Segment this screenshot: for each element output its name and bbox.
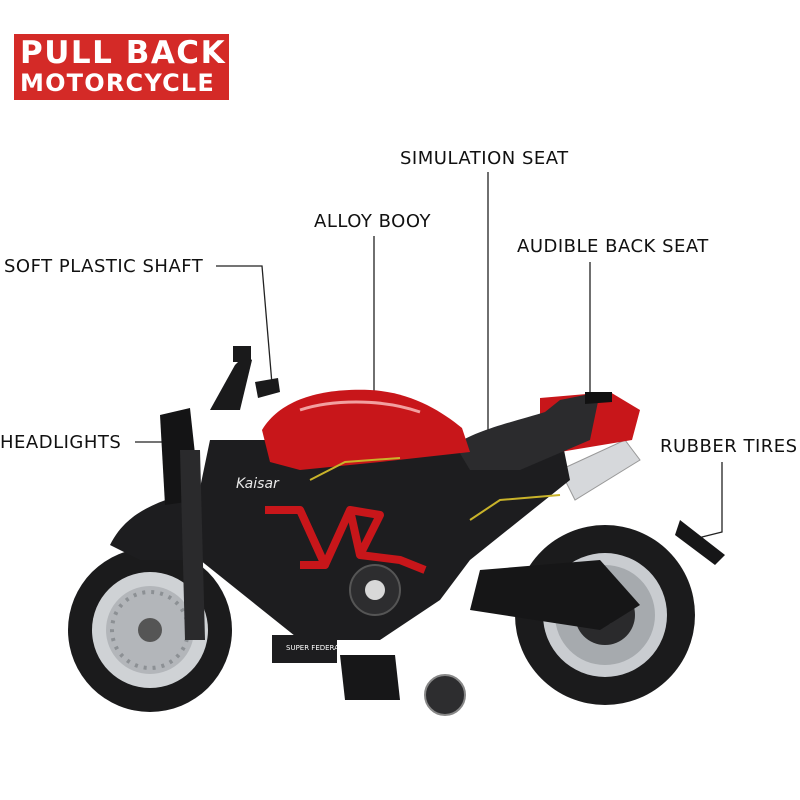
leader-soft-plastic-shaft	[216, 265, 273, 385]
tank-highlight	[299, 400, 421, 414]
callout-simulation-seat: SIMULATION SEAT	[400, 148, 569, 169]
exhaust-pipe	[559, 439, 641, 501]
soft-plastic-shaft	[255, 378, 280, 398]
pullback-wheel	[424, 674, 466, 716]
rear-fender	[675, 520, 725, 565]
pullback-unit	[340, 655, 400, 700]
title-line1: PULL BACK	[20, 35, 227, 71]
back-seat-button	[585, 392, 612, 404]
callout-audible-back-seat: AUDIBLE BACK SEAT	[517, 236, 709, 257]
badge-plate	[272, 635, 337, 663]
callout-headlights: HEADLIGHTS	[0, 432, 122, 453]
swingarm	[470, 560, 640, 630]
mirror-stalk	[210, 355, 252, 410]
accent-stripe	[469, 494, 561, 521]
mirror	[233, 346, 251, 362]
badge-decal: SUPER FEDERAL	[286, 644, 343, 652]
front-fork	[180, 450, 205, 640]
title-banner: PULL BACK MOTORCYCLE	[14, 34, 229, 100]
callout-alloy-body: ALLOY BOOY	[314, 211, 432, 232]
leader-rubber-tires	[689, 462, 723, 541]
accent-stripe-2	[309, 457, 401, 481]
trellis-frame	[265, 506, 427, 574]
title-line2: MOTORCYCLE	[20, 69, 215, 97]
seat	[455, 392, 600, 470]
brand-decal: Kaisar	[236, 476, 280, 492]
engine-cap	[365, 580, 385, 600]
callout-soft-plastic-shaft: SOFT PLASTIC SHAFT	[4, 256, 204, 277]
front-wheel	[68, 548, 232, 712]
callout-rubber-tires: RUBBER TIRES	[660, 436, 798, 457]
